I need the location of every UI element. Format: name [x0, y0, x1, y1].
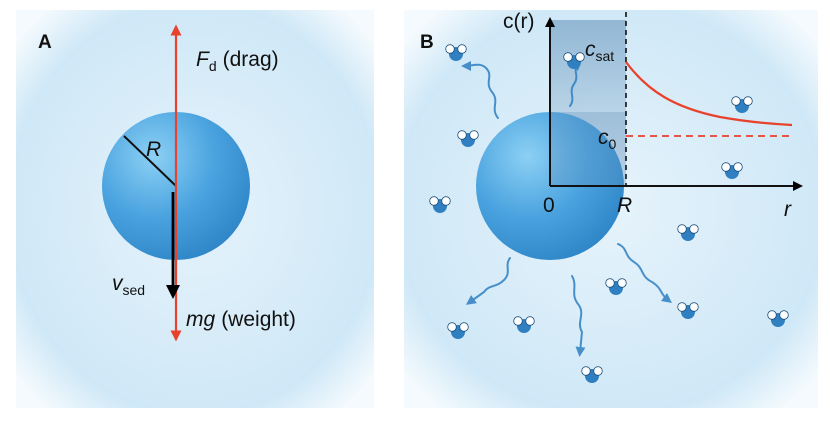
- c0-label: c0: [598, 126, 617, 152]
- c-sat-subscript: sat: [596, 48, 615, 64]
- x-axis-label: r: [784, 198, 792, 221]
- weight-text: (weight): [221, 308, 296, 331]
- saturated-region-overlay: [550, 112, 626, 186]
- radius-tick-label: R: [617, 194, 632, 217]
- y-axis-label: c(r): [503, 10, 534, 33]
- velocity-symbol: v: [112, 272, 124, 295]
- drag-force-label: Fd (drag): [196, 48, 279, 74]
- drag-force-subscript: d: [209, 58, 217, 74]
- wavy-diffusion-arrow-icon: [571, 275, 586, 357]
- wavy-arrows: [461, 60, 672, 357]
- drag-force-text: (drag): [223, 48, 279, 71]
- panel-b: B c(r) r 0 R csat c0: [404, 10, 818, 408]
- c-sat-symbol: c: [585, 38, 596, 61]
- panel-b-letter: B: [420, 32, 434, 53]
- wavy-diffusion-arrow-icon: [617, 243, 672, 304]
- wavy-diffusion-arrow-icon: [465, 257, 511, 305]
- wavy-diffusion-arrow-icon: [461, 60, 499, 119]
- wavy-diffusion-arrow-icon: [569, 60, 582, 107]
- radius-label: R: [146, 138, 161, 161]
- radius-line: [123, 135, 177, 187]
- velocity-subscript: sed: [123, 282, 146, 298]
- panel-a: A R Fd (drag) vsed mg (weight): [16, 10, 374, 408]
- origin-label: 0: [543, 194, 555, 217]
- concentration-curve: [625, 61, 793, 127]
- weight-force-label: mg (weight): [186, 308, 296, 331]
- c0-symbol: c: [598, 126, 609, 149]
- c-sat-label: csat: [585, 38, 614, 64]
- weight-symbol: mg: [186, 308, 215, 331]
- sedimentation-velocity-label: vsed: [112, 272, 145, 298]
- c0-subscript: 0: [609, 136, 617, 152]
- drag-force-symbol: F: [196, 48, 210, 71]
- panel-a-letter: A: [38, 32, 52, 53]
